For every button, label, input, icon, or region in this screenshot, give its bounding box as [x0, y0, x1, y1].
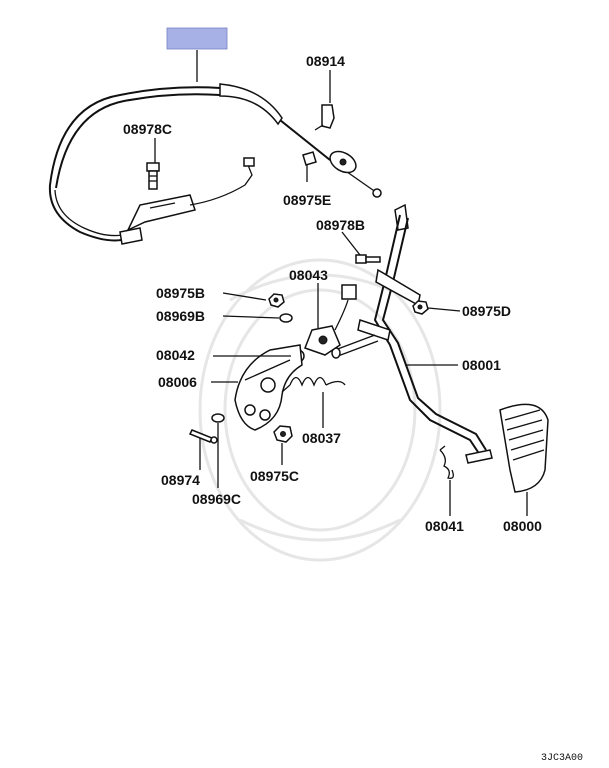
spring-08041: [439, 445, 454, 479]
label-08975b: 08975B: [156, 285, 205, 301]
label-08914: 08914: [306, 53, 345, 69]
grommet-08975e: [302, 150, 357, 174]
washer-08969c: [211, 413, 225, 423]
label-08000: 08000: [503, 518, 542, 534]
pin-08974: [188, 429, 218, 444]
leader-lines: [154, 70, 528, 516]
diagram-code: 3JC3A00: [541, 753, 583, 764]
clip-08914: [314, 104, 335, 131]
label-08043: 08043: [289, 267, 328, 283]
pedal-bracket-08006: [234, 344, 303, 431]
nut-08975c: [273, 425, 293, 443]
pedal-arm: [331, 203, 487, 456]
label-08041: 08041: [425, 518, 464, 534]
header-highlight-box: [166, 27, 228, 50]
label-08969b: 08969B: [156, 308, 205, 324]
spring-08037: [281, 376, 346, 393]
label-08975d: 08975D: [462, 303, 511, 319]
watermark-logo: [198, 258, 442, 562]
label-08037: 08037: [302, 430, 341, 446]
nut-08975b: [268, 293, 285, 308]
label-08001: 08001: [462, 357, 501, 373]
label-08975c: 08975C: [250, 468, 299, 484]
pedal-pad: [465, 403, 549, 493]
label-08042: 08042: [156, 347, 195, 363]
accelerator-cable: [48, 50, 382, 245]
washer-08969b: [279, 313, 293, 323]
label-08974: 08974: [161, 472, 200, 488]
label-08978c: 08978C: [123, 121, 172, 137]
label-08975e: 08975E: [283, 192, 331, 208]
sensor-08043: [304, 284, 357, 356]
cable-bracket: [126, 157, 255, 232]
label-08978b: 08978B: [316, 217, 365, 233]
label-08969c: 08969C: [192, 491, 241, 507]
label-08006: 08006: [158, 374, 197, 390]
nut-08975d: [412, 300, 429, 315]
bolt-08978c: [146, 162, 160, 190]
bolt-08978b: [355, 254, 381, 264]
